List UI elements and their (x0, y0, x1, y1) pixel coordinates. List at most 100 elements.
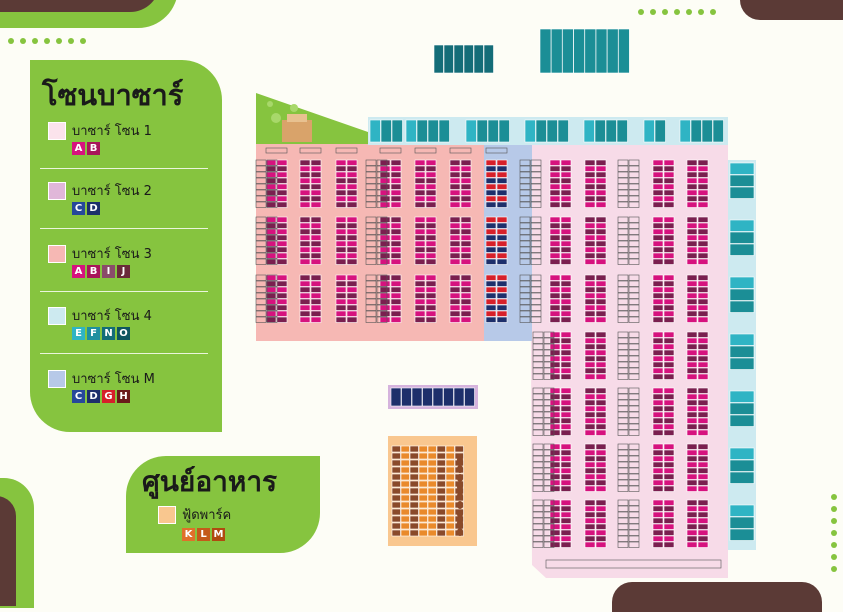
stall (663, 195, 675, 202)
stall (299, 222, 311, 229)
stall (425, 280, 437, 287)
stall (390, 304, 402, 311)
stall (697, 304, 709, 311)
stall (595, 310, 607, 317)
stall-outline (617, 455, 629, 462)
stall (652, 411, 664, 418)
stall (425, 195, 437, 202)
corner-decoration-top-left (0, 0, 160, 12)
stall (729, 357, 755, 370)
stall-outline (379, 147, 402, 154)
stall (663, 373, 675, 380)
stall (390, 246, 402, 253)
zone-badge: B (87, 265, 100, 278)
stall (584, 355, 596, 362)
stall-outline (617, 349, 629, 356)
stall (595, 183, 607, 190)
food-stall (418, 480, 428, 488)
stall-outline (365, 189, 377, 196)
stall (379, 292, 391, 299)
food-stall (391, 515, 401, 523)
stall (549, 523, 561, 530)
stall (379, 165, 391, 172)
stall (549, 355, 561, 362)
stall (299, 228, 311, 235)
stall (595, 355, 607, 362)
stall (595, 529, 607, 536)
stall (310, 228, 322, 235)
stall-outline (255, 228, 267, 235)
stall (584, 373, 596, 380)
stall-outline (519, 165, 531, 172)
food-stall (400, 480, 410, 488)
stall (584, 535, 596, 542)
stall (679, 119, 691, 143)
stall (686, 292, 698, 299)
stall (460, 252, 472, 259)
stall (276, 298, 288, 305)
stall (549, 423, 561, 430)
stall (276, 195, 288, 202)
stall (686, 393, 698, 400)
stall (595, 222, 607, 229)
food-stall (400, 487, 410, 495)
stall (686, 417, 698, 424)
stall (549, 499, 561, 506)
stall (379, 246, 391, 253)
food-stall (409, 459, 419, 467)
stall (549, 258, 561, 265)
stall-outline (628, 499, 640, 506)
stall (686, 429, 698, 436)
stall (697, 443, 709, 450)
stall (652, 455, 664, 462)
stall (697, 541, 709, 548)
stall (346, 177, 358, 184)
stall (654, 119, 666, 143)
stall-outline (628, 310, 640, 317)
stall (390, 165, 402, 172)
stall (438, 119, 450, 143)
stall (584, 349, 596, 356)
stall-outline (255, 183, 267, 190)
stall (346, 258, 358, 265)
stall-outline (617, 304, 629, 311)
stall-outline (519, 246, 531, 253)
stall (496, 234, 508, 241)
stall (379, 171, 391, 178)
stall (686, 535, 698, 542)
stall (276, 286, 288, 293)
stall (549, 349, 561, 356)
stall-outline (617, 298, 629, 305)
stall-outline (266, 201, 278, 208)
stall (549, 195, 561, 202)
stall-outline (376, 201, 388, 208)
stall-outline (519, 183, 531, 190)
stall-outline (617, 216, 629, 223)
stall (584, 423, 596, 430)
stall-outline (365, 201, 377, 208)
stall (449, 298, 461, 305)
stall (652, 517, 664, 524)
stall (595, 331, 607, 338)
stall-outline (532, 331, 544, 338)
stall-outline (628, 189, 640, 196)
stall (686, 361, 698, 368)
stall (663, 423, 675, 430)
stall (663, 246, 675, 253)
food-stall (418, 452, 428, 460)
stall (560, 195, 572, 202)
food-stall (445, 480, 455, 488)
stall (485, 183, 497, 190)
stall-outline (617, 423, 629, 430)
stall-outline (617, 443, 629, 450)
stall (485, 286, 497, 293)
stall (595, 399, 607, 406)
stall-outline (543, 393, 555, 400)
food-table (457, 492, 463, 500)
stall (697, 216, 709, 223)
stall (390, 171, 402, 178)
stall (414, 234, 426, 241)
stall (449, 258, 461, 265)
